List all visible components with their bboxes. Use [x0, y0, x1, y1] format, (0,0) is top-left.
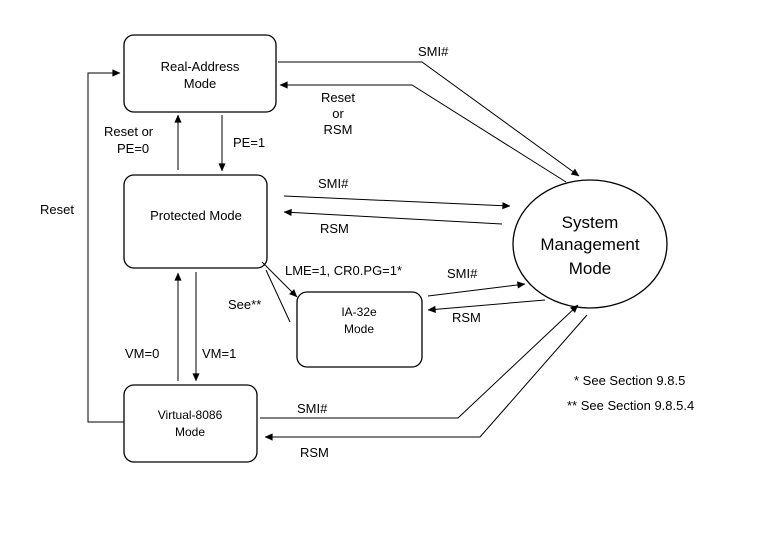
label-rsm-ia32e: RSM: [452, 310, 481, 325]
label-smi-real: SMI#: [418, 44, 449, 59]
arrow-smm-to-ia32e: [427, 299, 546, 313]
label-reset-rsm-line3: RSM: [324, 122, 353, 137]
node-virtual-8086-mode: Virtual-8086 Mode: [123, 384, 258, 463]
arrow-protected-to-smm: [283, 195, 511, 210]
footnote-1: * See Section 9.8.5: [574, 373, 685, 388]
smm-ellipse: [512, 179, 668, 309]
node-protected-mode: Protected Mode: [123, 174, 268, 269]
ia32e-mode-label-line1: IA-32e: [341, 305, 377, 319]
label-lme: LME=1, CR0.PG=1*: [285, 263, 402, 278]
virtual-8086-mode-label-line2: Mode: [175, 425, 205, 439]
label-rsm-v86: RSM: [300, 445, 329, 460]
protected-mode-label: Protected Mode: [150, 208, 242, 223]
label-reset-rsm-line2: or: [332, 106, 344, 121]
label-reset-rsm-line1: Reset: [321, 90, 355, 105]
label-vm0: VM=0: [125, 346, 159, 361]
smm-label-line3: Mode: [569, 259, 612, 278]
arrow-ia32e-to-smm: [427, 281, 526, 297]
label-reset-or: Reset or: [104, 124, 154, 139]
smm-label-line2: Management: [540, 235, 640, 254]
footnote-2: ** See Section 9.8.5.4: [567, 398, 694, 413]
arrow-v86-to-smm: [260, 304, 579, 419]
virtual-8086-mode-box: [123, 384, 258, 463]
node-real-address-mode: Real-Address Mode: [123, 34, 277, 113]
real-address-mode-box: [123, 34, 277, 113]
protected-mode-box: [123, 174, 268, 269]
arrow-smm-to-protected: [283, 208, 503, 225]
smm-label-line1: System: [562, 213, 619, 232]
arrow-reset-loop: [87, 69, 124, 423]
arrow-smm-to-real: [279, 81, 567, 183]
virtual-8086-mode-label-line1: Virtual-8086: [158, 408, 223, 422]
arrow-smm-to-v86: [264, 314, 588, 441]
label-pe0: PE=0: [117, 141, 149, 156]
label-smi-v86: SMI#: [297, 401, 328, 416]
label-see: See**: [228, 297, 261, 312]
node-ia32e-mode: IA-32e Mode: [296, 291, 423, 368]
ia32e-mode-box: [296, 291, 423, 368]
arrow-protected-to-ia32e: [261, 261, 298, 298]
label-vm1: VM=1: [202, 346, 236, 361]
label-smi-ia32e: SMI#: [447, 266, 478, 281]
node-system-management-mode: System Management Mode: [512, 179, 668, 309]
label-smi-protected: SMI#: [318, 176, 349, 191]
line-ia32e-to-protected: [265, 269, 291, 323]
real-address-mode-label-line1: Real-Address: [161, 59, 240, 74]
real-address-mode-label-line2: Mode: [184, 76, 217, 91]
arrow-real-to-smm: [278, 61, 580, 177]
label-reset-left: Reset: [40, 202, 74, 217]
label-pe1: PE=1: [233, 135, 265, 150]
label-rsm-protected: RSM: [320, 221, 349, 236]
ia32e-mode-label-line2: Mode: [344, 322, 374, 336]
